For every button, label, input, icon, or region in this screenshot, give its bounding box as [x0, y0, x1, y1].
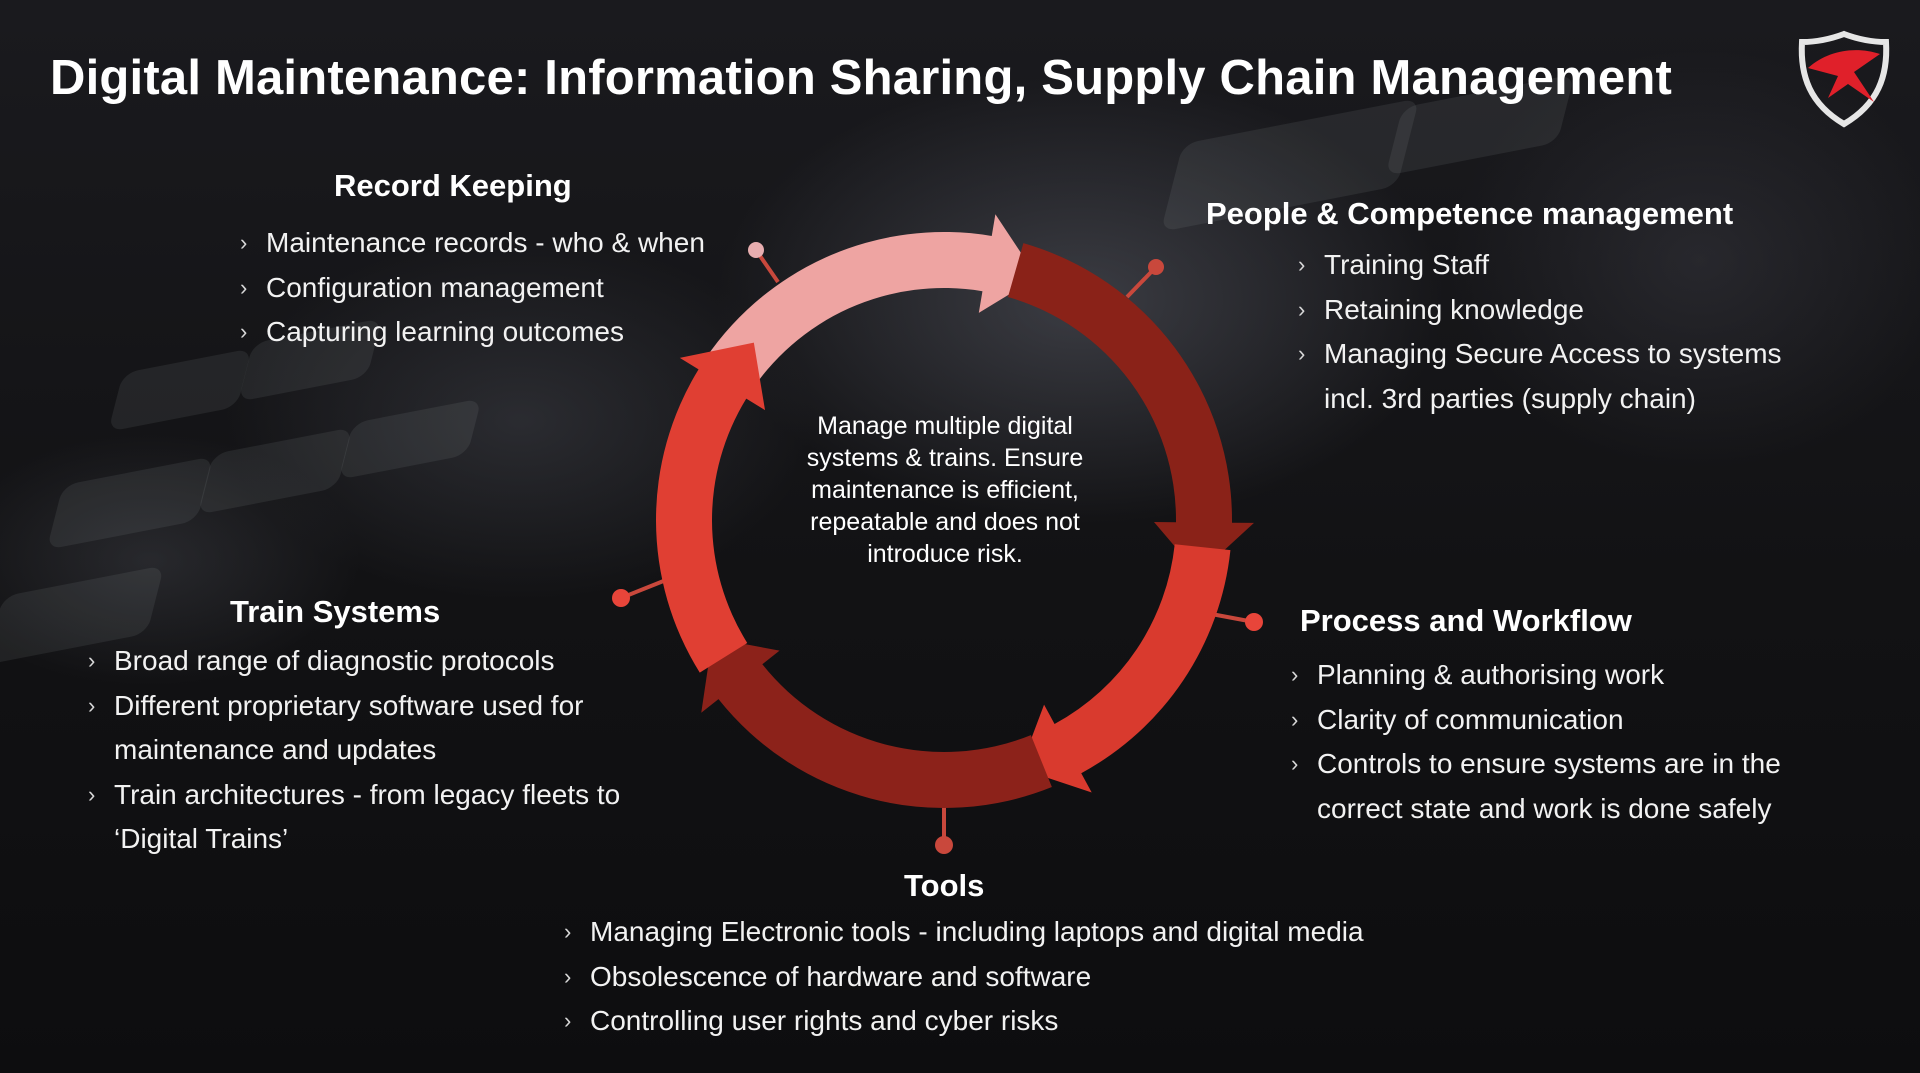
chevron-right-icon: › [564, 999, 571, 1044]
chevron-right-icon: › [240, 266, 247, 311]
chevron-right-icon: › [240, 310, 247, 355]
list-item: ›Different proprietary software used for… [84, 684, 674, 773]
tools-heading: Tools [904, 868, 984, 904]
list-item: ›Configuration management [236, 266, 705, 311]
list-item: ›Capturing learning outcomes [236, 310, 705, 355]
chevron-right-icon: › [240, 221, 247, 266]
chevron-right-icon: › [1298, 332, 1305, 377]
section-record-keeping: Record Keeping [334, 168, 572, 204]
list-item: ›Planning & authorising work [1287, 653, 1847, 698]
section-tools: Tools [904, 868, 984, 904]
list-item: ›Controlling user rights and cyber risks [560, 999, 1460, 1044]
list-item: ›Training Staff [1294, 243, 1834, 288]
arrow-tools [701, 638, 1052, 808]
chevron-right-icon: › [564, 910, 571, 955]
chevron-right-icon: › [88, 684, 95, 729]
people-list: ›Training Staff ›Retaining knowledge ›Ma… [1294, 243, 1834, 421]
tools-list: ›Managing Electronic tools - including l… [560, 910, 1460, 1044]
list-item: ›Broad range of diagnostic protocols [84, 639, 674, 684]
chevron-right-icon: › [88, 639, 95, 684]
arrow-train-systems [656, 343, 765, 673]
section-process: Process and Workflow [1300, 603, 1632, 639]
chevron-right-icon: › [88, 773, 95, 818]
record-keeping-list: ›Maintenance records - who & when ›Confi… [236, 221, 705, 355]
process-list: ›Planning & authorising work ›Clarity of… [1287, 653, 1847, 831]
arrow-process [1020, 544, 1230, 792]
chevron-right-icon: › [1298, 288, 1305, 333]
train-systems-heading: Train Systems [230, 594, 440, 630]
chevron-right-icon: › [1291, 698, 1298, 743]
section-people: People & Competence management [1206, 196, 1733, 232]
chevron-right-icon: › [564, 955, 571, 1000]
list-item: ›Train architectures - from legacy fleet… [84, 773, 674, 862]
center-text: Manage multiple digital systems & trains… [805, 410, 1085, 570]
section-train-systems: Train Systems [230, 594, 440, 630]
list-item: ›Obsolescence of hardware and software [560, 955, 1460, 1000]
list-item: ›Retaining knowledge [1294, 288, 1834, 333]
list-item: ›Managing Secure Access to systems incl.… [1294, 332, 1834, 421]
people-heading: People & Competence management [1206, 196, 1733, 232]
chevron-right-icon: › [1298, 243, 1305, 288]
record-keeping-heading: Record Keeping [334, 168, 572, 204]
chevron-right-icon: › [1291, 653, 1298, 698]
list-item: ›Maintenance records - who & when [236, 221, 705, 266]
chevron-right-icon: › [1291, 742, 1298, 787]
list-item: ›Managing Electronic tools - including l… [560, 910, 1460, 955]
process-heading: Process and Workflow [1300, 603, 1632, 639]
list-item: ›Clarity of communication [1287, 698, 1847, 743]
list-item: ›Controls to ensure systems are in the c… [1287, 742, 1847, 831]
train-systems-list: ›Broad range of diagnostic protocols ›Di… [84, 639, 674, 862]
